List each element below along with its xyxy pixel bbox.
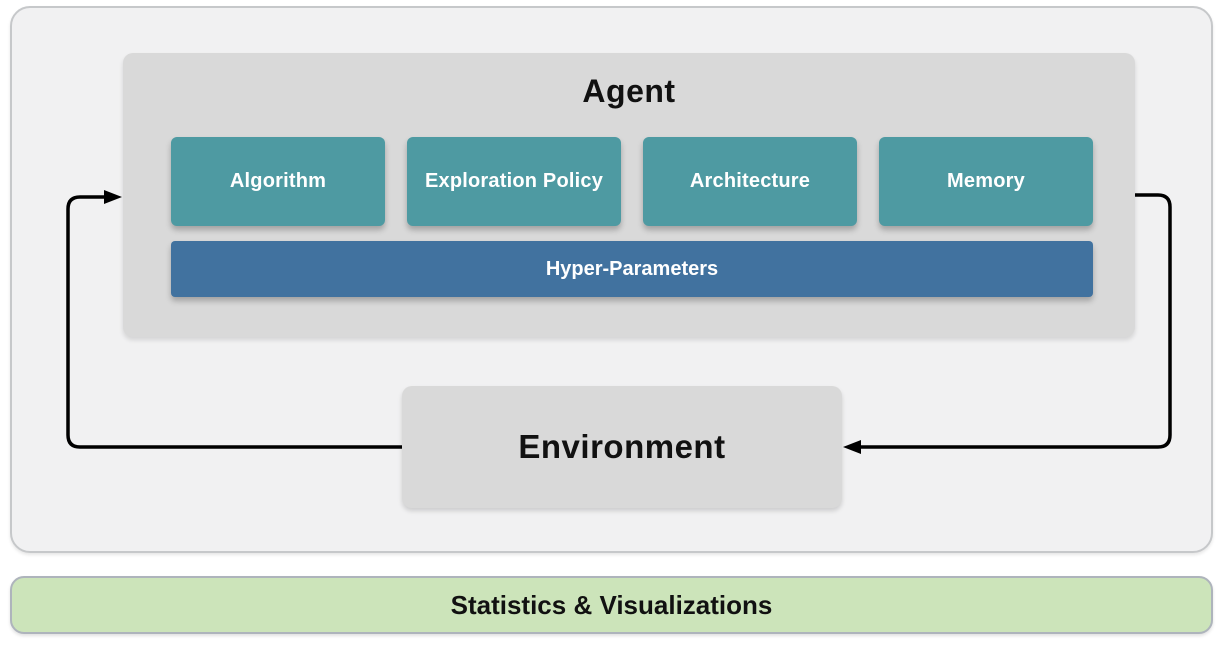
environment-label: Environment (518, 428, 726, 465)
agent-modules-row: Algorithm Exploration Policy Architectur… (171, 137, 1093, 226)
agent-box: Agent Algorithm Exploration Policy Archi… (123, 53, 1135, 337)
footer-label: Statistics & Visualizations (450, 589, 773, 620)
module-exploration-policy: Exploration Policy (407, 137, 621, 226)
module-architecture: Architecture (643, 137, 857, 226)
agent-title: Agent (582, 73, 676, 109)
module-algorithm: Algorithm (171, 137, 385, 226)
environment-box: Environment (402, 386, 842, 508)
statistics-visualizations-bar: Statistics & Visualizations (10, 576, 1213, 634)
hyper-parameters-bar: Hyper-Parameters (171, 241, 1093, 297)
module-memory: Memory (879, 137, 1093, 226)
